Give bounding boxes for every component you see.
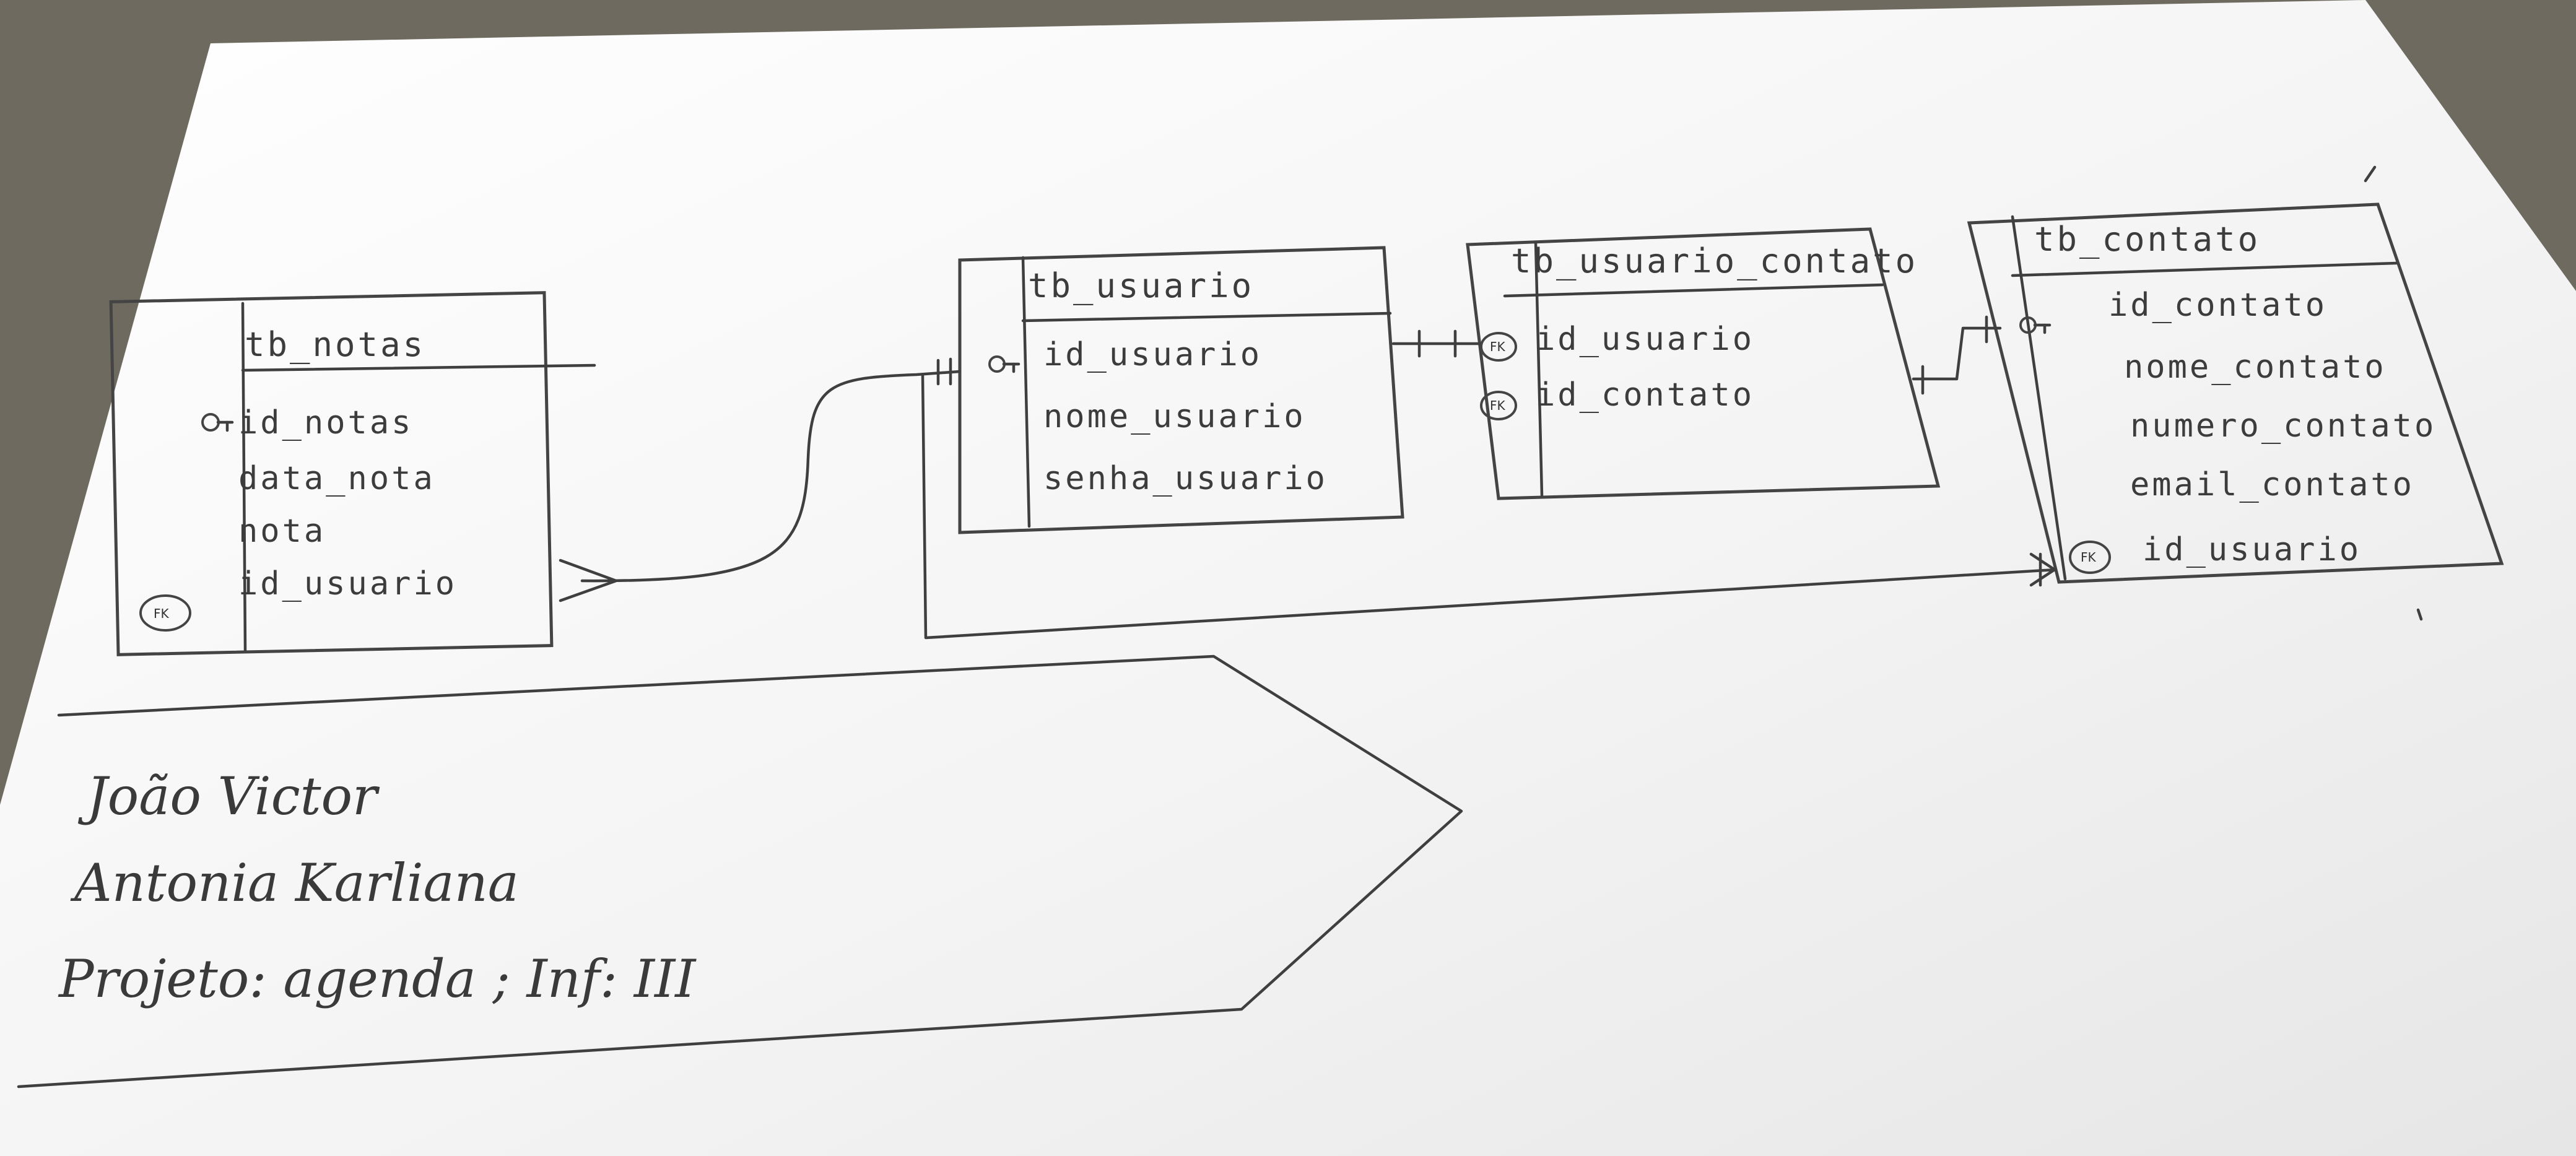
field-nome-usuario: nome_usuario <box>1043 398 1306 435</box>
annotation-tag: João Victor Antonia Karliana Projeto: ag… <box>17 654 1463 1089</box>
table-tb-usuario: tb_usuario id_usuario nome_usuario senha… <box>958 246 1404 534</box>
foreign-key-icon: FK <box>1480 332 1517 362</box>
field-numero-contato: numero_contato <box>2130 407 2436 445</box>
table-left-stripe <box>2011 215 2067 581</box>
table-left-stripe <box>1534 241 1544 497</box>
field-id-contato: id_contato <box>1536 376 1754 414</box>
table-left-stripe <box>241 302 247 652</box>
table-header-divider <box>2011 261 2398 277</box>
note-line-1: João Victor <box>77 766 380 827</box>
crow-foot-many <box>559 558 618 602</box>
crow-foot-many <box>2029 552 2056 587</box>
field-id-usuario: id_usuario <box>1043 336 1262 373</box>
field-id-usuario: id_usuario <box>238 565 457 602</box>
svg-text:FK: FK <box>1490 398 1506 413</box>
table-header-divider <box>1021 311 1392 323</box>
table-tb-notas: tb_notas id_notas data_nota nota id_usua… <box>109 291 596 656</box>
foreign-key-icon: FK <box>139 594 191 632</box>
table-header-divider <box>241 363 596 372</box>
field-id-usuario: id_usuario <box>1536 321 1754 358</box>
relation-notas-usuario <box>559 357 962 602</box>
table-tb-usuario-contato: tb_usuario_contato id_usuario id_contato… <box>1466 227 1941 500</box>
table-border <box>1967 202 2504 584</box>
table-title: tb_usuario <box>1028 266 1254 305</box>
note-line-3: Projeto: agenda ; Inf: III <box>58 949 697 1009</box>
key-icon <box>988 355 1020 373</box>
foreign-key-icon: FK <box>2069 541 2111 574</box>
relation-usuario-contato-fk <box>921 373 2058 640</box>
field-data-nota: data_nota <box>238 460 435 497</box>
table-title: tb_notas <box>245 325 425 364</box>
table-tb-contato: tb_contato id_contato nome_contato numer… <box>1967 202 2504 584</box>
svg-text:FK: FK <box>154 606 170 621</box>
field-id-usuario: id_usuario <box>2143 531 2361 568</box>
svg-text:FK: FK <box>1490 339 1506 354</box>
table-left-stripe <box>1021 256 1031 528</box>
svg-text:FK: FK <box>2081 550 2097 565</box>
field-nome-contato: nome_contato <box>2124 349 2387 386</box>
key-icon <box>2019 316 2052 334</box>
table-border <box>1466 227 1941 500</box>
field-id-notas: id_notas <box>238 404 413 441</box>
field-nota: nota <box>238 513 326 550</box>
table-border <box>109 291 554 656</box>
table-title: tb_contato <box>2034 220 2260 259</box>
note-line-2: Antonia Karliana <box>70 853 519 913</box>
table-border <box>958 246 1404 534</box>
stray-pencil-mark <box>2364 165 2423 621</box>
table-title: tb_usuario_contato <box>1511 241 1918 280</box>
relation-usuario-contato-contato <box>1912 315 2002 395</box>
table-header-divider <box>1503 283 1884 298</box>
field-id-contato: id_contato <box>2108 287 2327 324</box>
foreign-key-icon: FK <box>1480 391 1517 420</box>
field-senha-usuario: senha_usuario <box>1043 460 1328 497</box>
field-email-contato: email_contato <box>2130 466 2414 503</box>
relation-usuario-usuario-contato <box>1391 329 1482 358</box>
key-icon <box>201 413 234 432</box>
